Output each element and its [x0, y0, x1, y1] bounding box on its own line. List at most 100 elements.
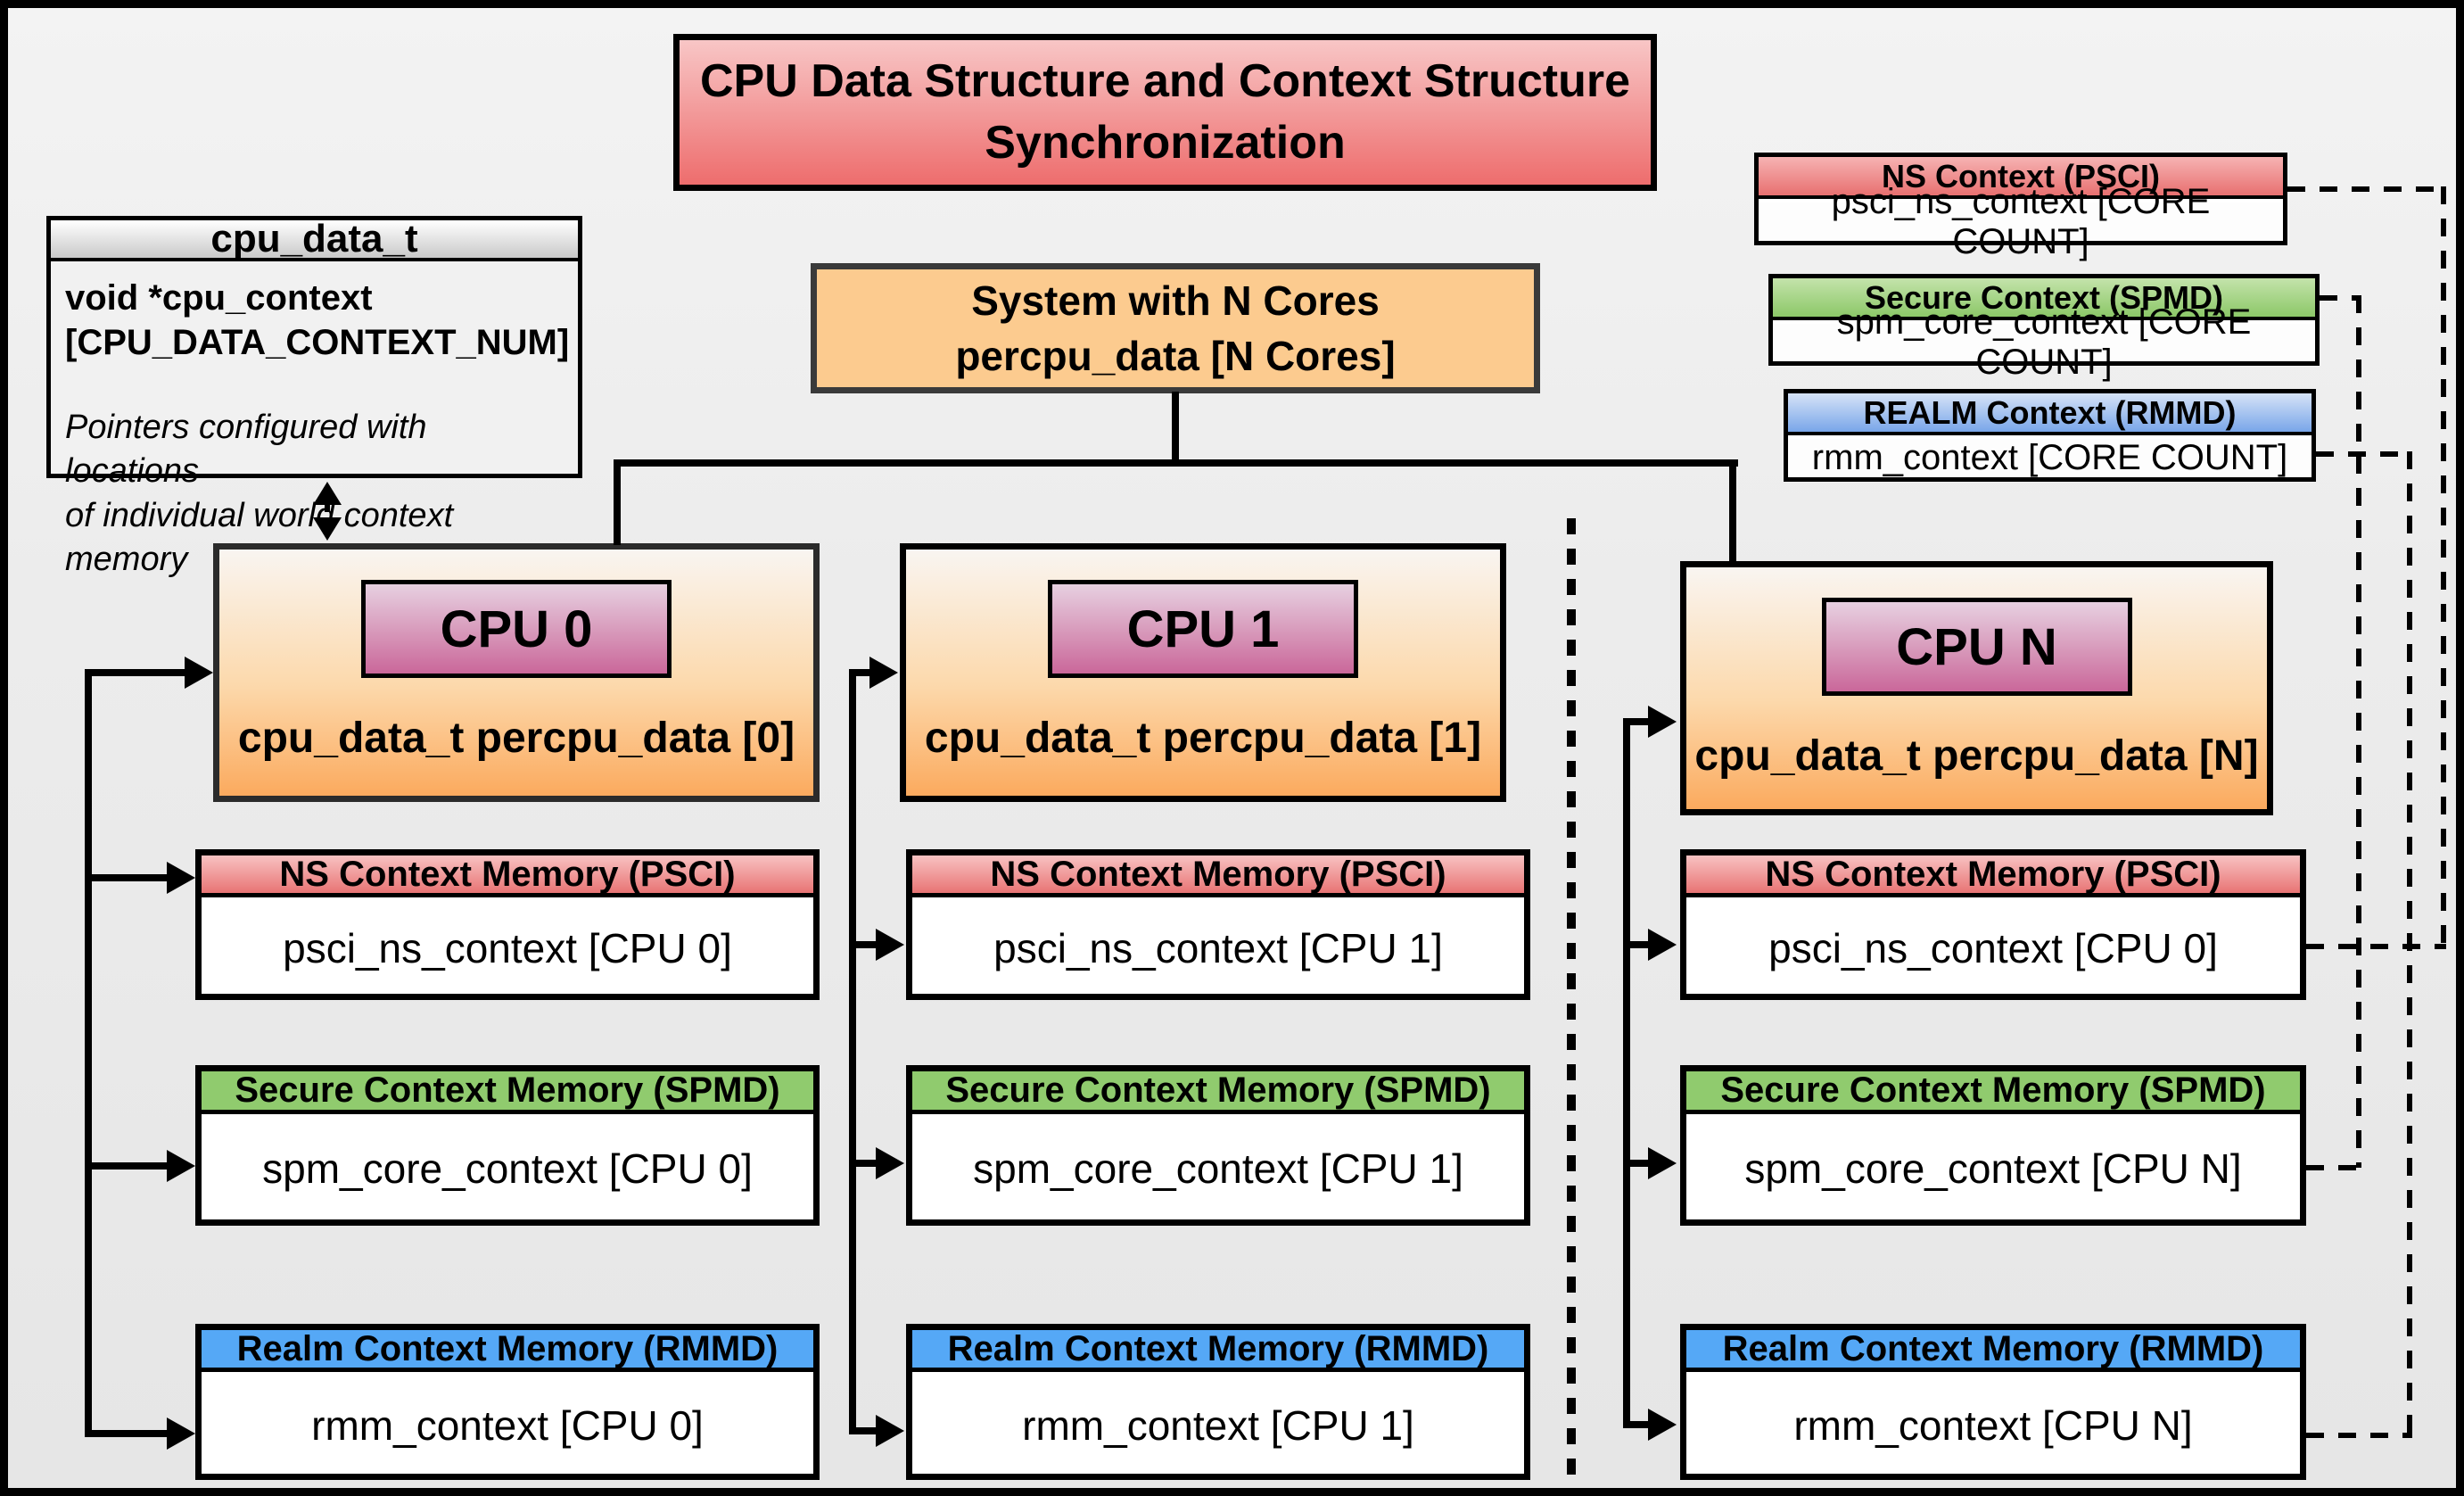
- realm-legend-dash-vertical: [2407, 451, 2412, 1435]
- cpu1-realm-memory-body: rmm_context [CPU 1]: [912, 1376, 1524, 1474]
- cpu0-ns-memory-body: psci_ns_context [CPU 0]: [202, 902, 813, 994]
- cpun-branch-realm-arrow-icon: [1648, 1409, 1677, 1441]
- cpu-data-t-header: cpu_data_t: [51, 217, 578, 261]
- realm-legend-dash-bottom: [2306, 1433, 2412, 1438]
- cpu1-struct-label: cpu_data_t percpu_data [1]: [924, 714, 1482, 762]
- cpu0-branch-cpu: [85, 669, 186, 676]
- cpun-pointer-comb-line: [1623, 718, 1630, 1428]
- cpu1-ns-memory-box: NS Context Memory (PSCI) psci_ns_context…: [906, 849, 1530, 1000]
- cpun-branch-ns-arrow-icon: [1648, 929, 1677, 961]
- legend-secure-body: spm_core_context [CORE COUNT]: [1773, 302, 2315, 382]
- cpun-ns-memory-header: NS Context Memory (PSCI): [1686, 855, 2300, 897]
- cpu1-secure-memory-body: spm_core_context [CPU 1]: [912, 1118, 1524, 1219]
- cpun-secure-memory-header: Secure Context Memory (SPMD): [1686, 1070, 2300, 1114]
- cpun-realm-memory-body: rmm_context [CPU N]: [1686, 1376, 2300, 1474]
- cpun-branch-cpu-arrow-icon: [1648, 706, 1677, 738]
- system-connector-stem: [1172, 392, 1179, 465]
- cpu0-branch-secure-arrow-icon: [167, 1150, 195, 1182]
- cpu1-branch-ns-arrow-icon: [876, 929, 904, 961]
- cpu0-label: CPU 0: [361, 580, 672, 678]
- cpun-realm-memory-header: Realm Context Memory (RMMD): [1686, 1329, 2300, 1372]
- struct-note-line-2: of individual world context memory: [65, 496, 454, 579]
- cpu-data-t-body: void *cpu_context [CPU_DATA_CONTEXT_NUM]…: [51, 265, 578, 578]
- cpu0-ns-memory-header: NS Context Memory (PSCI): [202, 855, 813, 897]
- cpu0-branch-ns-arrow-icon: [167, 862, 195, 894]
- struct-link-dashed-line: [325, 503, 330, 521]
- system-line-2: percpu_data [N Cores]: [955, 333, 1396, 379]
- system-connector-bar: [614, 459, 1738, 467]
- secure-legend-dash-bottom: [2306, 1165, 2361, 1170]
- cpu0-branch-cpu-arrow-icon: [185, 657, 213, 689]
- title-line-2: Synchronization: [985, 117, 1346, 169]
- legend-secure-box: Secure Context (SPMD) spm_core_context […: [1768, 274, 2320, 382]
- cpu0-secure-memory-header: Secure Context Memory (SPMD): [202, 1070, 813, 1114]
- system-connector-drop-cpun: [1729, 459, 1736, 563]
- cpun-branch-secure-arrow-icon: [1648, 1147, 1677, 1179]
- cpu-data-t-box: cpu_data_t void *cpu_context [CPU_DATA_C…: [46, 216, 582, 578]
- cpu1-branch-realm: [849, 1427, 878, 1434]
- cpu0-struct-label: cpu_data_t percpu_data [0]: [237, 714, 795, 762]
- cpu1-ns-memory-header: NS Context Memory (PSCI): [912, 855, 1524, 897]
- column-separator-dashed-line: [1567, 518, 1576, 1488]
- cpu1-secure-memory-header: Secure Context Memory (SPMD): [912, 1070, 1524, 1114]
- cpu1-ns-memory-body: psci_ns_context [CPU 1]: [912, 902, 1524, 994]
- cpu1-branch-ns: [849, 941, 878, 948]
- cpun-realm-memory-box: Realm Context Memory (RMMD) rmm_context …: [1680, 1324, 2306, 1480]
- secure-legend-dash-top: [2320, 295, 2361, 301]
- cpu0-secure-memory-box: Secure Context Memory (SPMD) spm_core_co…: [195, 1065, 820, 1226]
- cpu0-branch-secure: [85, 1162, 169, 1170]
- cpun-ns-memory-body: psci_ns_context [CPU 0]: [1686, 902, 2300, 994]
- cpu0-realm-memory-header: Realm Context Memory (RMMD): [202, 1329, 813, 1372]
- legend-ns-body: psci_ns_context [CORE COUNT]: [1759, 182, 2283, 261]
- cpu0-branch-realm: [85, 1430, 169, 1437]
- ns-legend-dash-vertical: [2441, 186, 2446, 946]
- struct-field-line-1: void *cpu_context: [65, 278, 373, 318]
- legend-secure-header: Secure Context (SPMD): [1773, 278, 2315, 320]
- cpu0-realm-memory-body: rmm_context [CPU 0]: [202, 1376, 813, 1474]
- cpu0-pointer-comb-line: [85, 669, 92, 1437]
- legend-ns-box: NS Context (PSCI) psci_ns_context [CORE …: [1754, 153, 2287, 261]
- cpu0-secure-memory-body: spm_core_context [CPU 0]: [202, 1118, 813, 1219]
- realm-legend-dash-top: [2316, 451, 2412, 457]
- cpu1-branch-secure-arrow-icon: [876, 1147, 904, 1179]
- cpu1-label: CPU 1: [1048, 580, 1358, 678]
- ns-legend-dash-bottom: [2306, 944, 2446, 949]
- cpu1-branch-cpu: [849, 669, 871, 676]
- cpun-label: CPU N: [1821, 598, 2132, 696]
- legend-ns-header: NS Context (PSCI): [1759, 157, 2283, 199]
- cpu0-ns-memory-box: NS Context Memory (PSCI) psci_ns_context…: [195, 849, 820, 1000]
- cpu1-branch-realm-arrow-icon: [876, 1415, 904, 1447]
- title-box: CPU Data Structure and Context Structure…: [673, 34, 1657, 191]
- cpu0-branch-ns: [85, 874, 169, 881]
- title-line-1: CPU Data Structure and Context Structure: [699, 55, 1631, 108]
- struct-link-arrow-down-icon: [313, 517, 342, 541]
- cpu1-pointer-comb-line: [849, 669, 856, 1434]
- cpun-branch-realm: [1623, 1421, 1650, 1428]
- cpun-box: CPU N cpu_data_t percpu_data [N]: [1680, 561, 2273, 815]
- struct-field-line-2: [CPU_DATA_CONTEXT_NUM]: [65, 323, 570, 362]
- legend-realm-header: REALM Context (RMMD): [1788, 393, 2312, 435]
- struct-note-line-1: Pointers configured with locations: [65, 409, 427, 491]
- cpun-branch-secure: [1623, 1160, 1650, 1167]
- cpun-ns-memory-box: NS Context Memory (PSCI) psci_ns_context…: [1680, 849, 2306, 1000]
- cpun-branch-ns: [1623, 941, 1650, 948]
- cpu1-branch-secure: [849, 1160, 878, 1167]
- legend-realm-box: REALM Context (RMMD) rmm_context [CORE C…: [1784, 389, 2316, 482]
- cpu1-branch-cpu-arrow-icon: [869, 657, 898, 689]
- cpu1-box: CPU 1 cpu_data_t percpu_data [1]: [900, 543, 1506, 802]
- system-line-1: System with N Cores: [971, 277, 1380, 324]
- cpu1-realm-memory-header: Realm Context Memory (RMMD): [912, 1329, 1524, 1372]
- struct-link-arrow-up-icon: [313, 482, 342, 505]
- cpun-branch-cpu: [1623, 718, 1650, 725]
- cpun-secure-memory-box: Secure Context Memory (SPMD) spm_core_co…: [1680, 1065, 2306, 1226]
- system-box: System with N Cores percpu_data [N Cores…: [811, 263, 1540, 393]
- ns-legend-dash-top: [2287, 186, 2446, 192]
- secure-legend-dash-vertical: [2356, 295, 2361, 1168]
- legend-realm-body: rmm_context [CORE COUNT]: [1788, 438, 2312, 477]
- cpu0-realm-memory-box: Realm Context Memory (RMMD) rmm_context …: [195, 1324, 820, 1480]
- cpu0-branch-realm-arrow-icon: [167, 1417, 195, 1450]
- system-connector-drop-cpu0: [614, 459, 621, 545]
- cpu0-box: CPU 0 cpu_data_t percpu_data [0]: [213, 543, 820, 802]
- cpu1-realm-memory-box: Realm Context Memory (RMMD) rmm_context …: [906, 1324, 1530, 1480]
